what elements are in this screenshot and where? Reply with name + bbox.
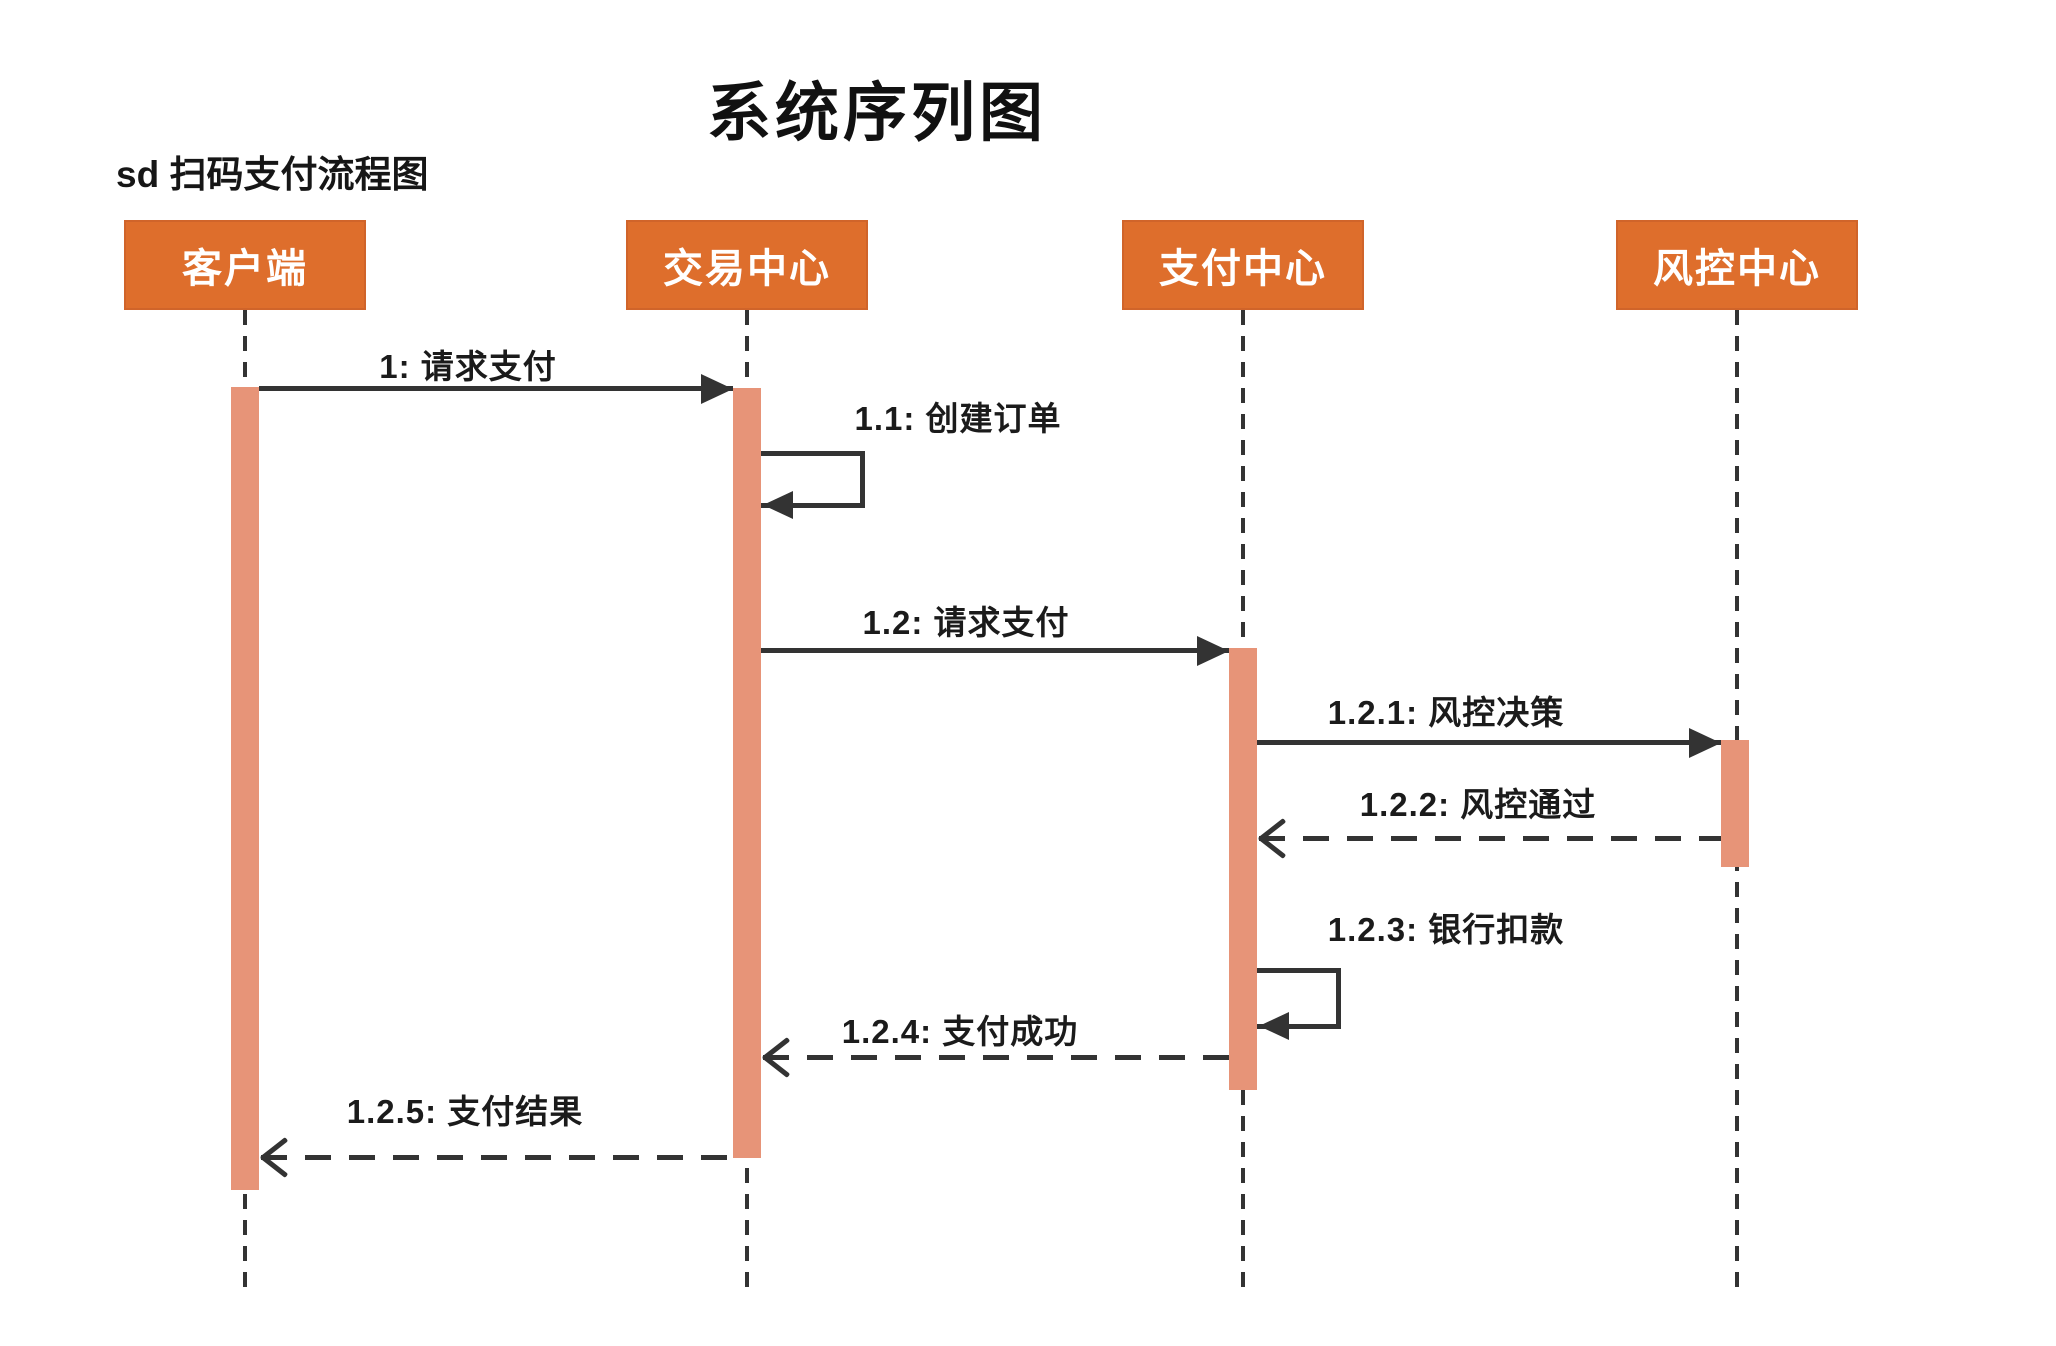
arrowhead-solid-right-icon (1197, 636, 1229, 666)
activation-bar-risk (1721, 740, 1749, 867)
activation-bar-trade (733, 388, 761, 1158)
message-self-loop-1-2-3 (1257, 968, 1341, 1029)
arrowhead-solid-right-icon (1689, 728, 1721, 758)
participant-box-client: 客户端 (124, 220, 366, 310)
message-label-1-1: 1.1: 创建订单 (854, 400, 1062, 437)
message-label-1-2-1: 1.2.1: 风控决策 (1327, 694, 1565, 731)
message-label-1-2-5: 1.2.5: 支付结果 (346, 1093, 584, 1130)
message-label-1-2-3: 1.2.3: 银行扣款 (1327, 911, 1565, 948)
message-arrow-1-2-1 (1257, 728, 1721, 758)
arrow-shaft (259, 386, 733, 391)
message-arrow-1-2 (761, 636, 1229, 666)
activation-bar-pay (1229, 648, 1257, 1090)
message-label-1: 1: 请求支付 (379, 348, 557, 385)
activation-bar-client (231, 387, 259, 1190)
arrowhead-solid-left-icon (763, 491, 793, 519)
message-arrow-1-2-5 (261, 1155, 733, 1160)
arrow-shaft (763, 1055, 1229, 1060)
diagram-subtitle: sd 扫码支付流程图 (116, 154, 429, 195)
arrow-shaft (761, 648, 1229, 653)
message-arrow-1-2-2 (1259, 836, 1721, 841)
diagram-title: 系统序列图 (707, 77, 1047, 149)
message-arrow-1-2-4 (763, 1055, 1229, 1060)
arrow-shaft (1257, 740, 1721, 745)
arrowhead-solid-right-icon (701, 374, 733, 404)
arrowhead-solid-left-icon (1259, 1012, 1289, 1040)
arrow-shaft (261, 1155, 733, 1160)
participant-box-risk: 风控中心 (1616, 220, 1858, 310)
message-self-loop-1-1 (761, 451, 865, 508)
participant-box-trade: 交易中心 (626, 220, 868, 310)
message-arrow-1 (259, 374, 733, 404)
message-label-1-2: 1.2: 请求支付 (862, 604, 1070, 641)
participant-box-pay: 支付中心 (1122, 220, 1364, 310)
message-label-1-2-2: 1.2.2: 风控通过 (1359, 786, 1597, 823)
arrow-shaft (1259, 836, 1721, 841)
message-label-1-2-4: 1.2.4: 支付成功 (841, 1013, 1079, 1050)
